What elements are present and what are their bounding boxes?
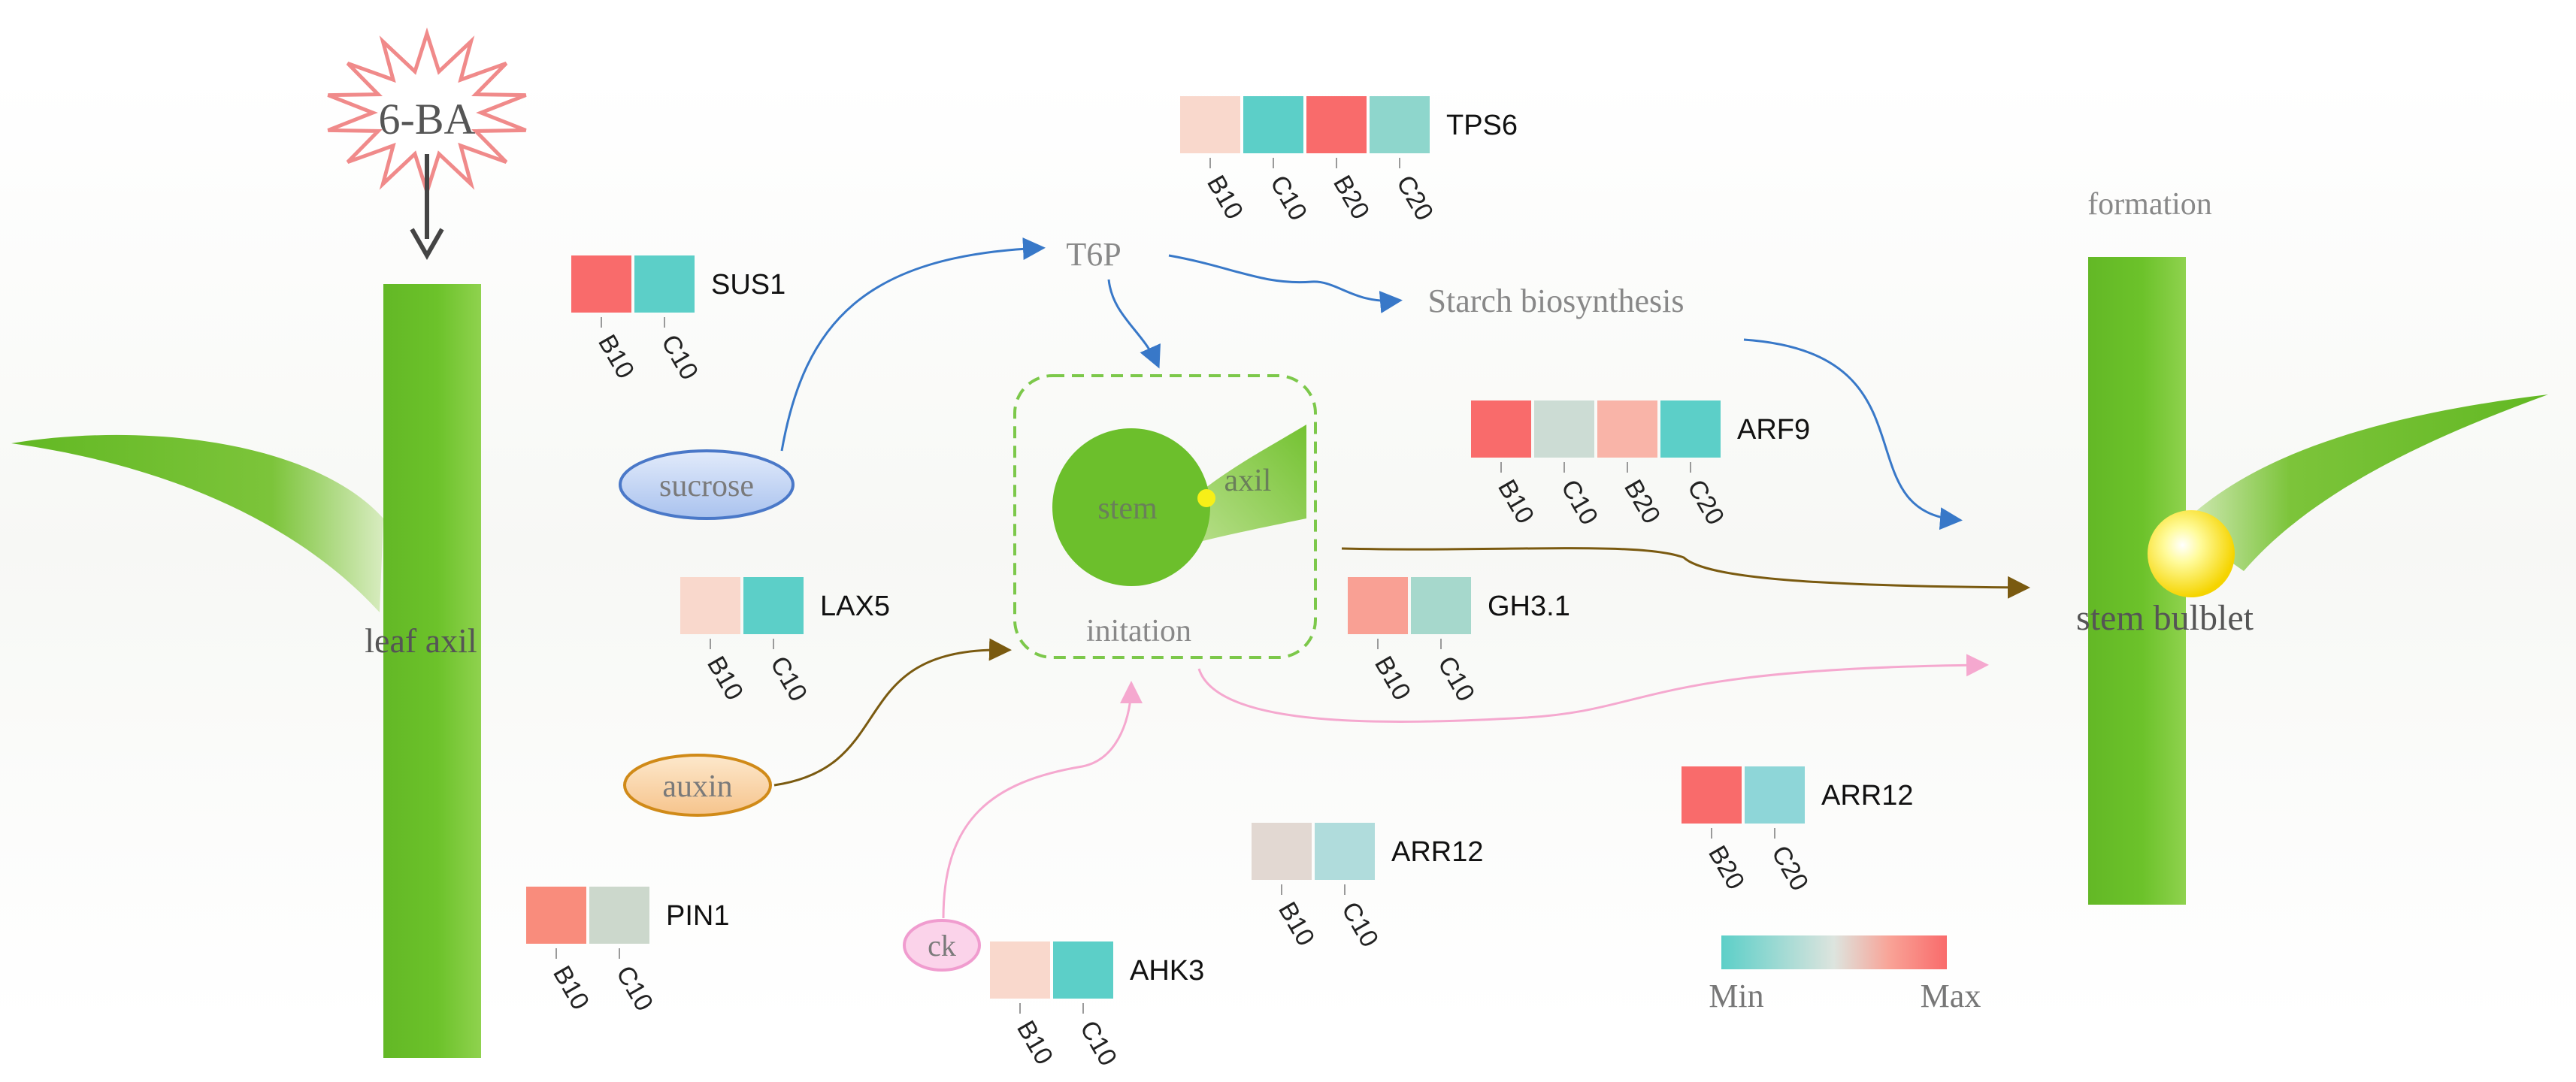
heatmap-cell bbox=[526, 887, 586, 944]
leaf-axil-label: leaf axil bbox=[365, 621, 477, 660]
sucrose-label: sucrose bbox=[659, 469, 754, 503]
sucrose-node: sucrose bbox=[619, 449, 795, 520]
ck-to-initiation-arrow bbox=[942, 681, 1143, 919]
heatmap-cell bbox=[1348, 577, 1408, 634]
heatmap-cell bbox=[1315, 823, 1375, 880]
heatmap-cell bbox=[1370, 96, 1430, 153]
legend-min-label: Min bbox=[1709, 978, 1763, 1014]
sucrose-to-t6p-arrow bbox=[780, 237, 1046, 452]
gene-label: TPS6 bbox=[1446, 110, 1518, 141]
ck-ellipse bbox=[903, 919, 981, 972]
stem-label: stem bbox=[1097, 491, 1158, 526]
auxin-ellipse bbox=[623, 754, 772, 817]
gene-label: ARF9 bbox=[1737, 414, 1810, 446]
down-arrow-icon bbox=[410, 228, 444, 261]
starch-biosynthesis-label: Starch biosynthesis bbox=[1428, 283, 1685, 319]
heatmap-cell bbox=[1180, 96, 1240, 153]
formation-label: formation bbox=[2087, 187, 2212, 222]
sucrose-ellipse bbox=[619, 449, 795, 520]
heatmap-cell bbox=[1306, 96, 1367, 153]
t6p-label: T6P bbox=[1066, 236, 1121, 273]
legend-gradient-bar bbox=[1721, 935, 1947, 969]
heatmap-cell bbox=[1597, 400, 1657, 458]
sample-label: B10 bbox=[1011, 1016, 1058, 1069]
heatmap-cell bbox=[1471, 400, 1531, 458]
heatmap-cell bbox=[571, 255, 631, 313]
gene-label: PIN1 bbox=[666, 900, 729, 932]
auxin-to-initiation-arrow bbox=[773, 638, 1012, 787]
axil-label: axil bbox=[1224, 464, 1272, 498]
axil-shape bbox=[1195, 425, 1306, 541]
sample-label: C10 bbox=[1074, 1016, 1122, 1071]
heatmap-cell bbox=[680, 577, 740, 634]
initiation-to-bulblet-arrow bbox=[1341, 547, 2030, 599]
heatmap-cell bbox=[634, 255, 695, 313]
heatmap-cell bbox=[1252, 823, 1312, 880]
starch-to-formation-arrow bbox=[1743, 338, 1963, 530]
initiation-label: initation bbox=[1086, 614, 1191, 648]
6-ba-label: 6-BA bbox=[379, 95, 476, 144]
left-stem bbox=[383, 284, 481, 1058]
heatmap-cell bbox=[1243, 96, 1303, 153]
auxin-node: auxin bbox=[623, 754, 772, 817]
t6p-to-initiation-arrow bbox=[1107, 279, 1161, 369]
gene-label: AHK3 bbox=[1130, 955, 1204, 987]
gene-label: ARR12 bbox=[1391, 836, 1484, 868]
heatmap-cell bbox=[1682, 766, 1742, 824]
stem-circle bbox=[1052, 428, 1210, 586]
pathway-arrows bbox=[773, 237, 2030, 919]
initiation-box: stem axil initation bbox=[1013, 374, 1317, 659]
left-leaf bbox=[11, 434, 383, 612]
ck-node: ck bbox=[903, 919, 981, 972]
gene-label: ARR12 bbox=[1821, 780, 1914, 812]
heatmap-cell bbox=[1660, 400, 1721, 458]
gene-label: LAX5 bbox=[820, 591, 890, 622]
right-leaf bbox=[2180, 394, 2548, 571]
heatmap-cell bbox=[1534, 400, 1594, 458]
gene-label: GH3.1 bbox=[1488, 591, 1570, 622]
gene-label: SUS1 bbox=[711, 269, 786, 301]
heatmap-cell bbox=[743, 577, 804, 634]
heatmap-cell bbox=[589, 887, 649, 944]
stem-bulblet-label: stem bulblet bbox=[2076, 598, 2254, 638]
ck-label: ck bbox=[928, 929, 956, 963]
heatmap-cell bbox=[1053, 941, 1113, 999]
left-plant: leaf axil bbox=[11, 284, 481, 1058]
stem-bulblet-icon bbox=[2148, 510, 2235, 597]
t6p-to-starch-arrow bbox=[1168, 254, 1403, 313]
initiation-to-formation-pink-arrow bbox=[1197, 654, 1989, 723]
heatmap-cell bbox=[1411, 577, 1471, 634]
heatmap-cell bbox=[990, 941, 1050, 999]
right-plant: formation stem bulblet bbox=[2076, 187, 2548, 905]
6-ba-trigger: 6-BA bbox=[327, 27, 527, 261]
auxin-label: auxin bbox=[662, 769, 732, 804]
legend-max-label: Max bbox=[1921, 978, 1981, 1014]
color-legend: Min Max bbox=[1709, 935, 1981, 1014]
axil-bud-icon bbox=[1197, 489, 1215, 507]
heatmap-cell bbox=[1745, 766, 1805, 824]
